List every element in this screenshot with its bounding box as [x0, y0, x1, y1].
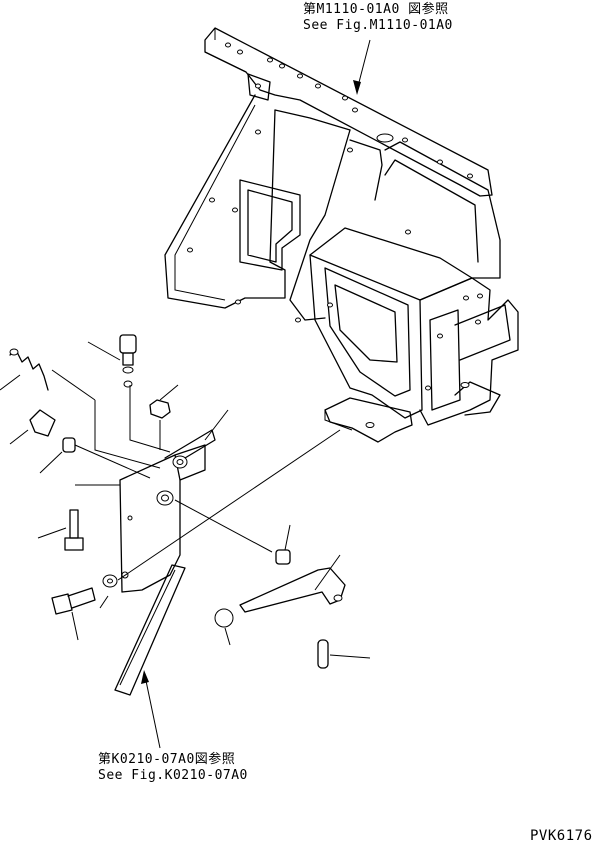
clevis	[29, 409, 56, 437]
lever-rod	[114, 564, 186, 696]
lever-bracket	[119, 429, 216, 593]
bottom-reference-jp: 第K0210-07A0図参照	[98, 752, 236, 767]
handle-rod	[239, 567, 346, 613]
frame-assembly	[164, 27, 519, 443]
bolt-vertical	[64, 509, 84, 551]
bushing	[275, 549, 291, 565]
spring	[9, 348, 49, 391]
switch-sensor	[119, 334, 137, 388]
pin-large	[317, 639, 329, 669]
bottom-reference-en: See Fig.K0210-07A0	[98, 768, 248, 783]
frame-holes	[187, 42, 483, 428]
leader-lines	[0, 341, 371, 659]
bottom-callout-arrow	[141, 670, 161, 749]
pin-small	[62, 437, 76, 453]
drawing-id: PVK6176	[530, 828, 593, 844]
top-callout-arrow	[353, 39, 371, 95]
bottom-reference-label: 第K0210-07A0図参照 See Fig.K0210-07A0	[98, 752, 248, 784]
bolt-horizontal	[51, 587, 96, 615]
top-reference-label: 第M1110-01A0 図参照 See Fig.M1110-01A0	[303, 2, 453, 34]
washer	[102, 574, 118, 588]
nut	[149, 399, 171, 419]
top-reference-jp: 第M1110-01A0 図参照	[303, 2, 449, 17]
top-reference-en: See Fig.M1110-01A0	[303, 18, 453, 33]
cap	[214, 608, 234, 628]
